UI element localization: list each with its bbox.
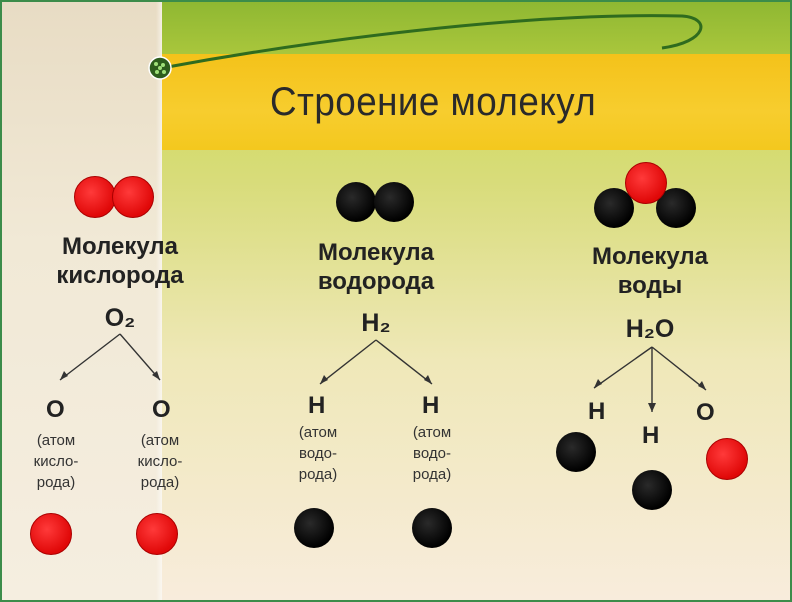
hydrogen-atom-ball xyxy=(294,508,334,548)
arrow-left-water xyxy=(593,346,653,389)
arrow-right-water xyxy=(651,346,707,391)
water-molecule-name: Молекула воды xyxy=(592,243,708,299)
arrow-right-hydrogen xyxy=(375,339,433,385)
arrow-right-oxygen xyxy=(119,333,161,381)
top-band xyxy=(162,2,790,54)
hydrogen-atom-ball xyxy=(556,432,596,472)
oxygen-formula: O₂ xyxy=(104,304,136,332)
water-atom-symbol: H xyxy=(588,398,606,425)
hydrogen-formula: H₂ xyxy=(361,309,391,337)
oxygen-atom-symbol: O xyxy=(152,396,171,423)
hydrogen-atom-ball xyxy=(594,188,634,228)
arrow-left-oxygen xyxy=(59,333,121,381)
water-atom-symbol: O xyxy=(696,399,715,426)
oxygen-atom-ball xyxy=(112,176,154,218)
hydrogen-atom-ball xyxy=(374,182,414,222)
oxygen-molecule-name: Молекула кислорода xyxy=(56,233,184,289)
page-title: Строение молекул xyxy=(270,80,597,124)
oxygen-atom-ball xyxy=(30,513,72,555)
hydrogen-atom-symbol: H xyxy=(422,392,440,419)
oxygen-atom-ball xyxy=(706,438,748,480)
oxygen-atom-symbol: O xyxy=(46,396,65,423)
oxygen-atom-ball xyxy=(136,513,178,555)
hydrogen-molecule-name: Молекула водорода xyxy=(317,239,435,295)
water-atom-symbol: H xyxy=(642,422,660,449)
hydrogen-atom-ball xyxy=(412,508,452,548)
oxygen-atom-ball xyxy=(74,176,116,218)
hydrogen-atom-symbol: H xyxy=(308,392,326,419)
hydrogen-atom-ball xyxy=(336,182,376,222)
water-formula: H₂O xyxy=(625,315,675,343)
arrow-left-hydrogen xyxy=(319,339,377,385)
hydrogen-atom-ball xyxy=(632,470,672,510)
title-band xyxy=(162,54,790,150)
oxygen-atom-ball xyxy=(625,162,667,204)
decorative-left-strip xyxy=(2,2,162,600)
